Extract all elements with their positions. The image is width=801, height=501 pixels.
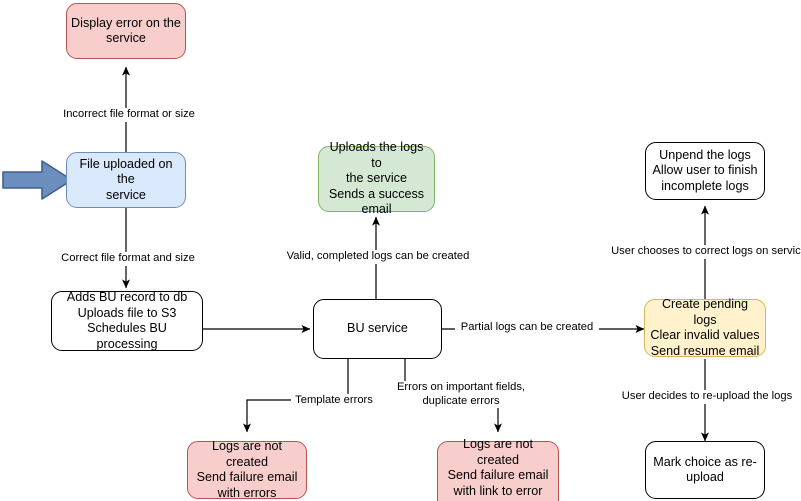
- edge-label-important-errors: Errors on important fields, duplicate er…: [392, 381, 530, 408]
- edge-label-template-errors: Template errors: [291, 394, 377, 408]
- edge-label-partial-logs: Partial logs can be created: [455, 321, 599, 335]
- node-file-uploaded[interactable]: File uploaded on the service: [66, 152, 186, 208]
- node-uploads-logs[interactable]: Uploads the logs to the service Sends a …: [318, 140, 435, 216]
- node-display-error[interactable]: Display error on the service: [66, 3, 186, 59]
- node-adds-bu-record[interactable]: Adds BU record to db Uploads file to S3 …: [51, 290, 203, 351]
- edge-label-valid-logs: Valid, completed logs can be created: [281, 250, 475, 264]
- edge-label-incorrect-format: Incorrect file format or size: [57, 108, 201, 122]
- node-logs-not-created-summary[interactable]: Logs are not created Send failure email …: [437, 437, 559, 501]
- entry-arrow: [2, 160, 74, 205]
- edge-label-correct-format: Correct file format and size: [57, 252, 199, 266]
- edge-label-user-corrects: User chooses to correct logs on service: [609, 245, 801, 259]
- node-mark-reupload[interactable]: Mark choice as re- upload: [645, 441, 765, 499]
- node-unpend-logs[interactable]: Unpend the logs Allow user to finish inc…: [645, 142, 765, 200]
- node-bu-service[interactable]: BU service: [313, 299, 442, 359]
- node-logs-not-created-template[interactable]: Logs are not created Send failure email …: [187, 439, 307, 500]
- node-create-pending-logs[interactable]: Create pending logs Clear invalid values…: [644, 297, 766, 358]
- entry-arrow-icon: [2, 160, 73, 200]
- edge-label-user-reupload: User decides to re-upload the logs: [612, 390, 801, 404]
